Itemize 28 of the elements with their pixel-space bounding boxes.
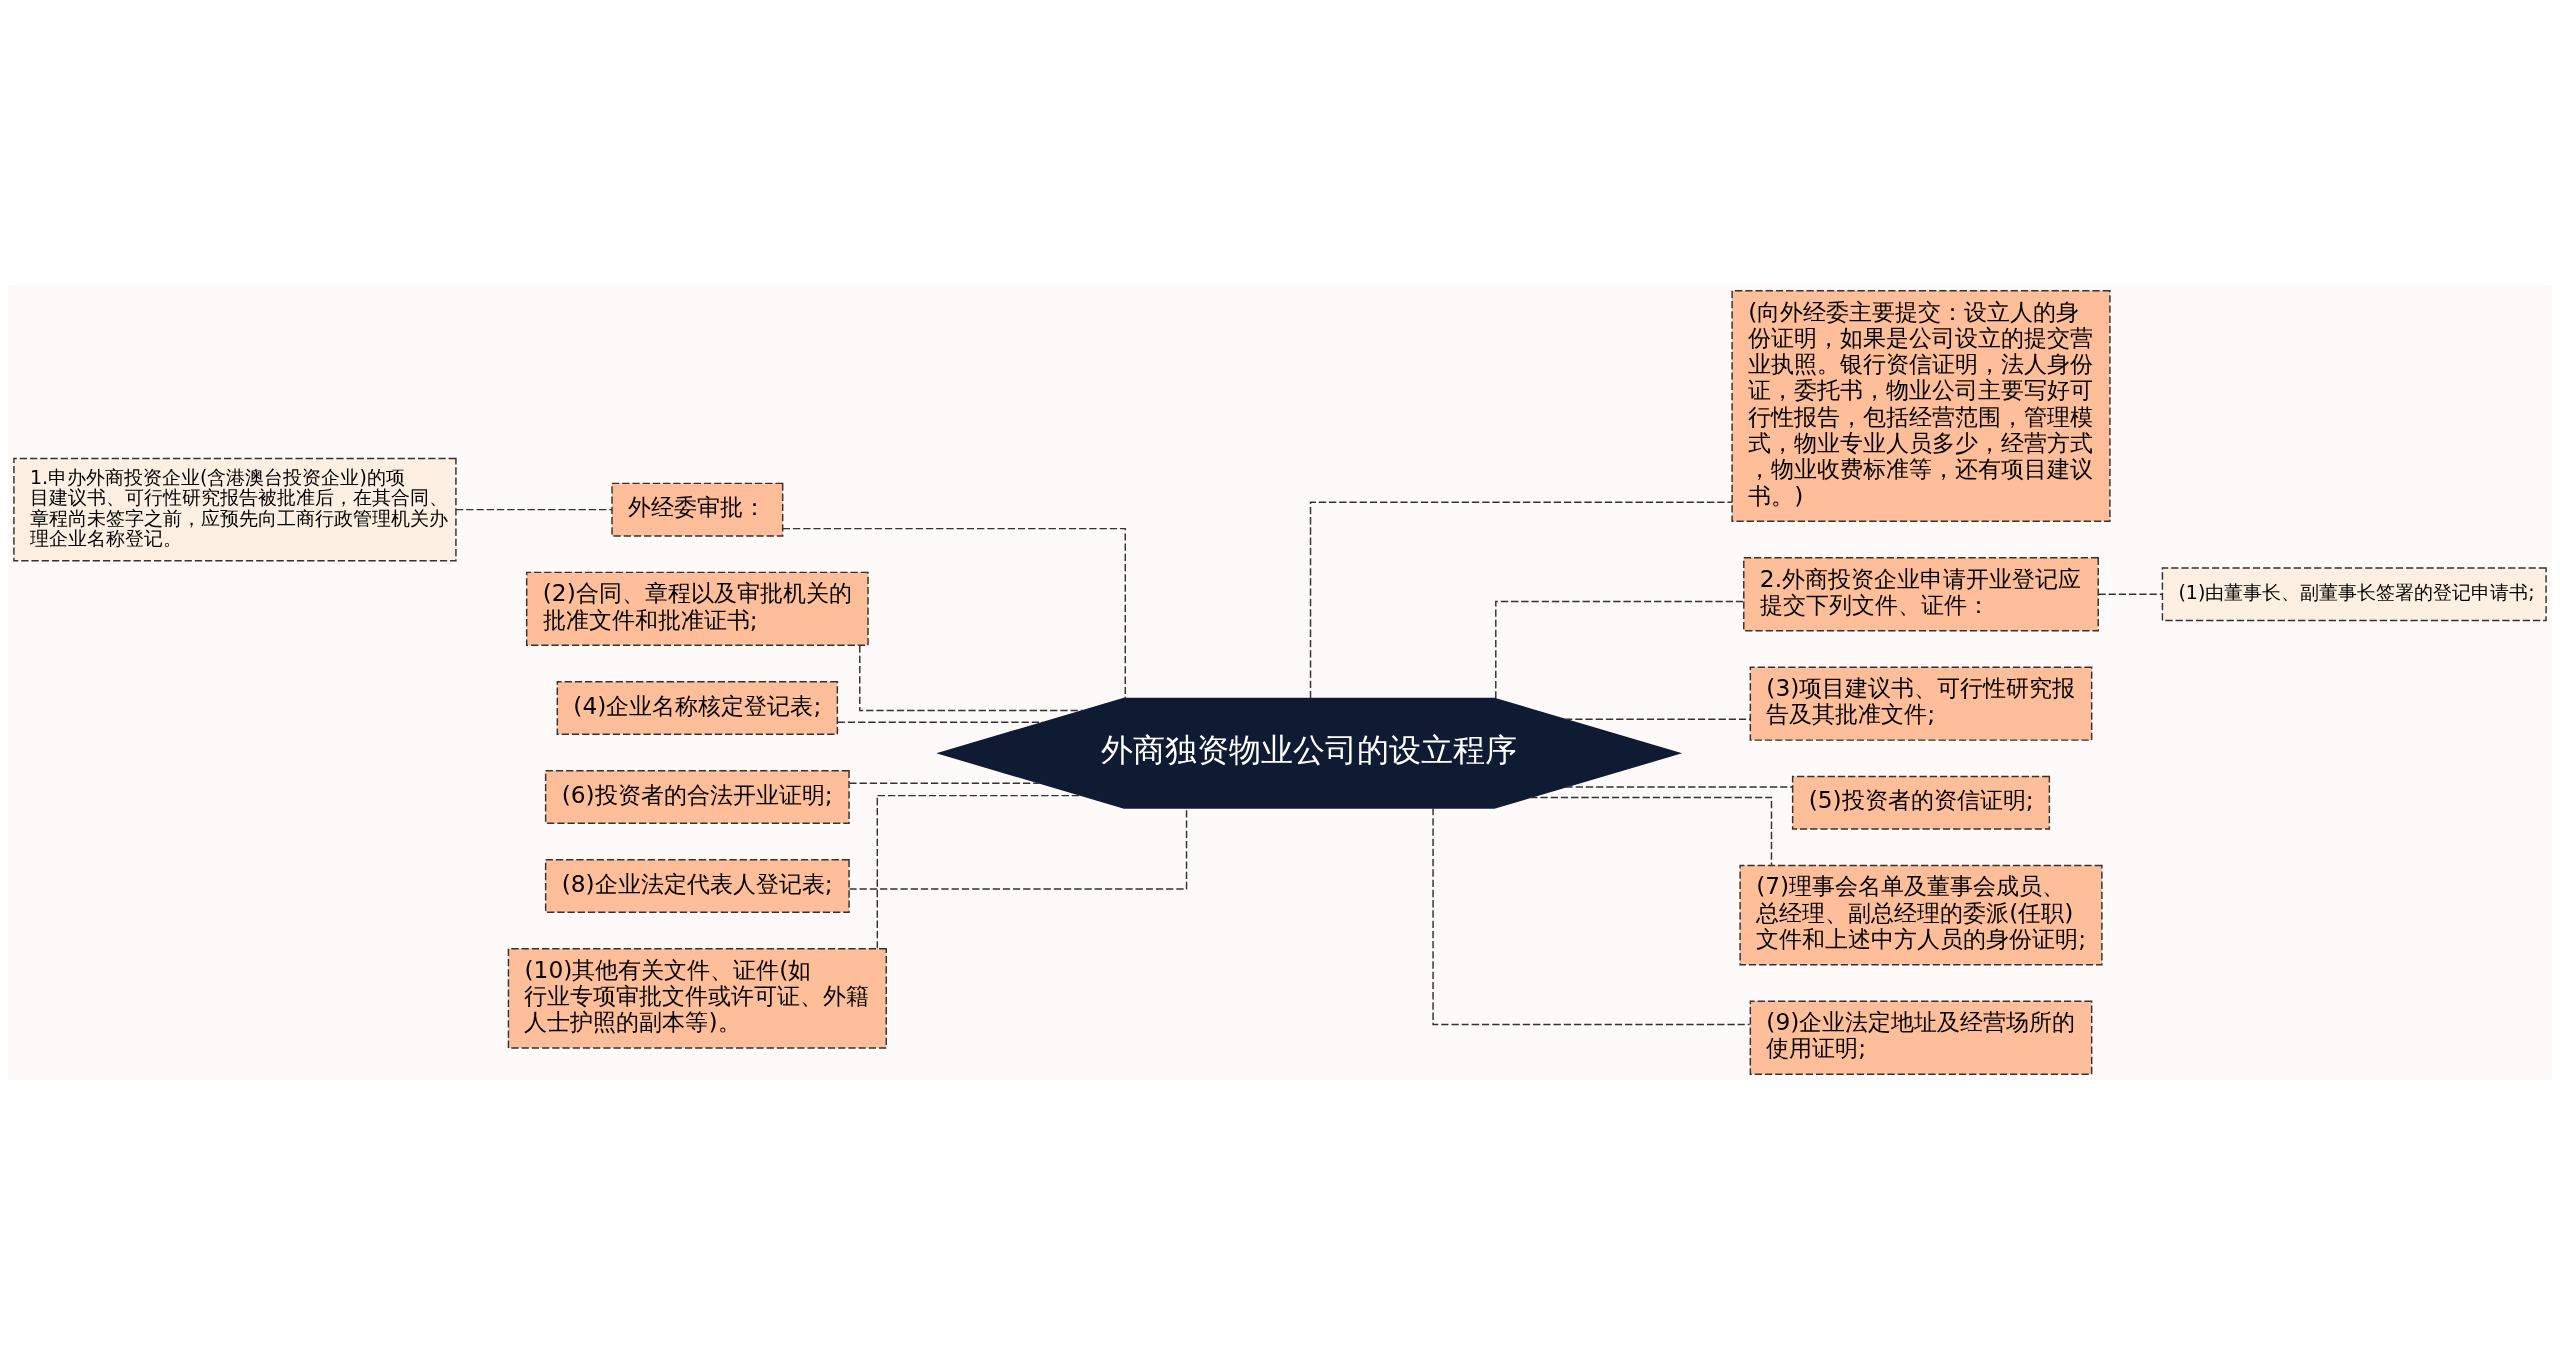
connector — [1432, 807, 1751, 1026]
node-box: 1.申办外商投资企业(含港澳台投资企业)的项目建议书、可行性研究报告被批准后，在其合同、章程尚未签字之前，应预先向工商行政管理机关办理企业名称登记。 — [13, 457, 457, 562]
connector — [837, 721, 1044, 724]
connector — [1495, 600, 1745, 700]
node-box: 2.外商投资企业申请开业登记应提交下列文件、证件： — [1743, 557, 2099, 632]
node-box: 外经委审批： — [611, 482, 784, 537]
connector — [455, 508, 613, 511]
node-box: (2)合同、章程以及审批机关的批准文件和批准证书; — [525, 571, 869, 647]
node-box: (1)由董事长、副董事长签署的登记申请书; — [2161, 567, 2547, 622]
connector — [2097, 593, 2163, 595]
node-box: (9)企业法定地址及经营场所的使用证明; — [1749, 1000, 2093, 1075]
node-box: (7)理事会名单及董事会成员、总经理、副总经理的委派(任职)文件和上述中方人员的身份证明; — [1739, 864, 2103, 966]
node-box: (8)企业法定代表人登记表; — [544, 859, 850, 913]
node-box: (10)其他有关文件、证件(如行业专项审批文件或许可证、外籍人士护照的副本等)。 — [507, 948, 887, 1049]
connector — [1309, 501, 1733, 699]
connector — [1564, 786, 1794, 788]
connector — [859, 644, 1084, 712]
connector — [1529, 796, 1773, 866]
connector — [1564, 718, 1751, 720]
node-box: (4)企业名称核定登记表; — [556, 681, 839, 735]
node-box: (3)项目建议书、可行性研究报告及其批准文件; — [1749, 666, 2093, 741]
connector — [848, 807, 1188, 890]
connector — [876, 794, 1082, 949]
connector — [782, 527, 1126, 700]
node-box: (6)投资者的合法开业证明; — [544, 770, 850, 824]
connector — [848, 782, 1041, 784]
node-box: (5)投资者的资信证明; — [1791, 775, 2051, 830]
node-box: (向外经委主要提交：设立人的身份证明，如果是公司设立的提交营业执照。银行资信证明，法人身份证，委托书，物业公司主要写好可行性报告，包括经营范围，管理模式，物业专业人员多少，经营方式，物业收费标准等，还有项目建议书。) — [1731, 290, 2111, 523]
